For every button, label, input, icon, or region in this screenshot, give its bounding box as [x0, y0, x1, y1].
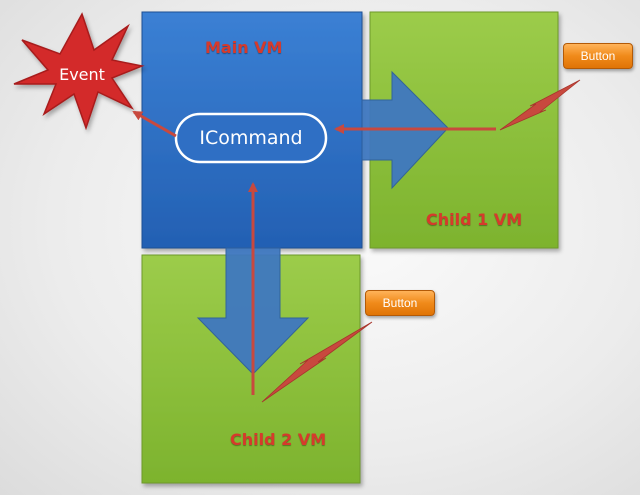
lightning-bolt-1: [499, 79, 581, 131]
child2-button[interactable]: Button: [365, 290, 435, 316]
icommand-label: ICommand: [199, 127, 303, 149]
child1-vm-label: Child 1 VM: [426, 210, 523, 229]
child1-button[interactable]: Button: [563, 43, 633, 69]
main-vm-label: Main VM: [205, 38, 283, 57]
event-label: Event: [59, 64, 105, 84]
arrow-icommand-to-event: [132, 110, 177, 138]
event-starburst: [13, 12, 145, 131]
child2-vm-label: Child 2 VM: [230, 430, 327, 449]
icommand-shape: [174, 112, 328, 164]
lightning-bolt-2: [261, 321, 373, 403]
